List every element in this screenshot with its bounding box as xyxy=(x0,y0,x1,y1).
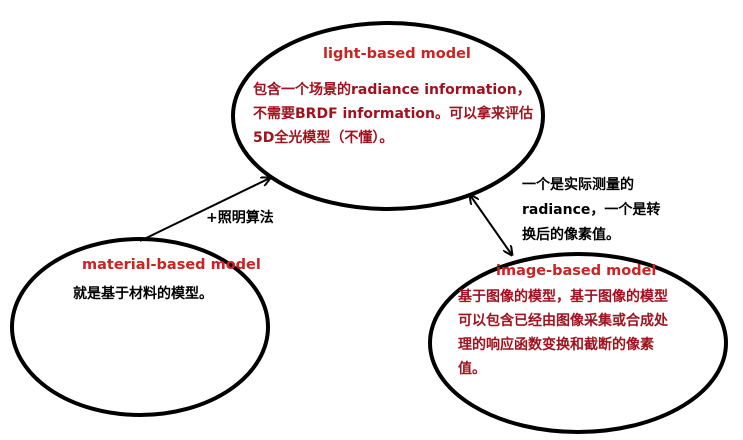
image-based-model-line-1: 基于图像的模型，基于图像的模型 xyxy=(458,289,668,305)
material-based-model-ellipse xyxy=(10,237,270,417)
material-based-model-title: material-based model xyxy=(82,257,261,273)
material-to-light-arrow xyxy=(139,178,270,242)
image-based-model-ellipse xyxy=(428,252,728,434)
image-based-model-line-4: 值。 xyxy=(458,361,486,377)
material-to-light-edge-label: +照明算法 xyxy=(206,210,274,226)
light-based-model-line-3: 5D全光模型（不懂）。 xyxy=(253,130,394,146)
material-based-model-line-1: 就是基于材料的模型。 xyxy=(73,286,213,302)
light-based-model-title: light-based model xyxy=(323,46,471,62)
light-image-edge-label-line-1: 一个是实际测量的 xyxy=(522,177,634,193)
light-based-model-ellipse xyxy=(231,21,545,211)
image-based-model-line-3: 理的响应函数变换和截断的像素 xyxy=(458,337,654,353)
image-based-model-line-2: 可以包含已经由图像采集或合成处 xyxy=(458,313,668,329)
light-image-edge-label-line-2: radiance，一个是转 xyxy=(522,202,661,218)
light-based-model-line-1: 包含一个场景的radiance information， xyxy=(253,82,531,98)
image-based-model-title: image-based model xyxy=(496,263,657,279)
light-based-model-line-2: 不需要BRDF information。可以拿来评估 xyxy=(253,106,533,122)
light-image-double-arrow xyxy=(470,195,512,255)
light-image-edge-label-line-3: 换后的像素值。 xyxy=(522,227,620,243)
